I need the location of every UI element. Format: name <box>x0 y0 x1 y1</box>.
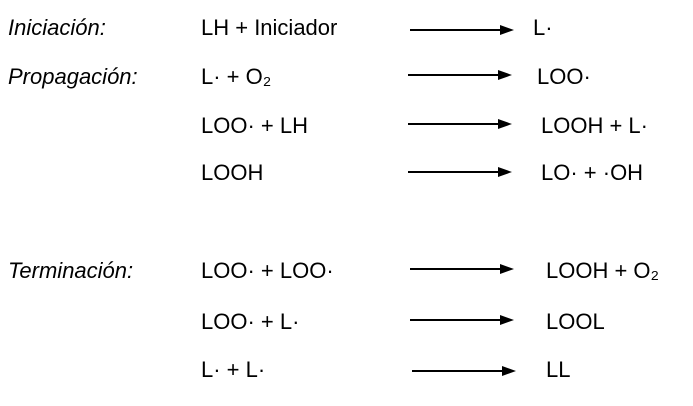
reaction-arrow-5 <box>410 264 514 274</box>
product-propagation-1: LOO· <box>537 64 591 89</box>
reaction-arrow-3 <box>408 119 512 129</box>
reactant-initiation: LH + Iniciador <box>201 15 338 40</box>
product-initiation: L· <box>533 15 553 40</box>
reactant-propagation-1: L· + O₂ <box>201 64 272 89</box>
reactant-propagation-2: LOO· + LH <box>201 113 308 138</box>
product-termination-1: LOOH + O₂ <box>546 258 660 283</box>
reactant-termination-3: L· + L· <box>201 357 266 382</box>
reaction-arrow-2 <box>408 70 512 80</box>
product-termination-3: LL <box>546 357 571 382</box>
stage-initiation-label: Iniciación: <box>8 15 106 40</box>
reaction-arrow-7 <box>412 366 516 376</box>
product-propagation-2: LOOH + L· <box>541 113 648 138</box>
reaction-arrow-1 <box>410 25 514 35</box>
product-termination-2: LOOL <box>546 309 605 334</box>
reactant-propagation-3: LOOH <box>201 160 264 185</box>
product-propagation-3: LO· + ·OH <box>541 160 644 185</box>
reaction-arrow-6 <box>410 315 514 325</box>
stage-propagation-label: Propagación: <box>8 64 138 89</box>
reaction-arrow-4 <box>408 167 512 177</box>
stage-termination-label: Terminación: <box>8 258 134 283</box>
reactant-termination-2: LOO· + L· <box>201 309 300 334</box>
reactant-termination-1: LOO· + LOO· <box>201 258 334 283</box>
